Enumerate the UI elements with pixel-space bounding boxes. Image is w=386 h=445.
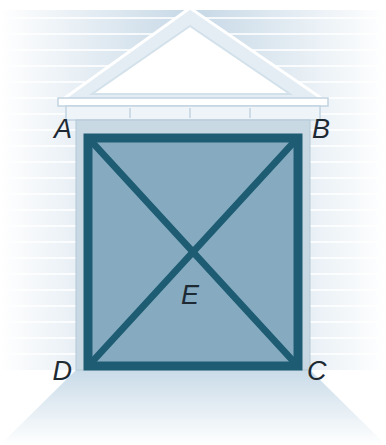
diagonal	[92, 142, 294, 362]
door-panel	[88, 138, 298, 366]
point-label: A	[54, 116, 72, 143]
door-frame	[76, 120, 310, 370]
point-label: B	[312, 116, 330, 143]
pediment	[62, 8, 324, 100]
diagonal	[92, 142, 294, 362]
cornice-band	[66, 106, 320, 120]
cornice	[58, 98, 328, 106]
point-label: D	[53, 358, 73, 385]
point-label: E	[181, 282, 199, 309]
point-label: C	[307, 358, 327, 385]
pediment-inner	[92, 26, 290, 94]
